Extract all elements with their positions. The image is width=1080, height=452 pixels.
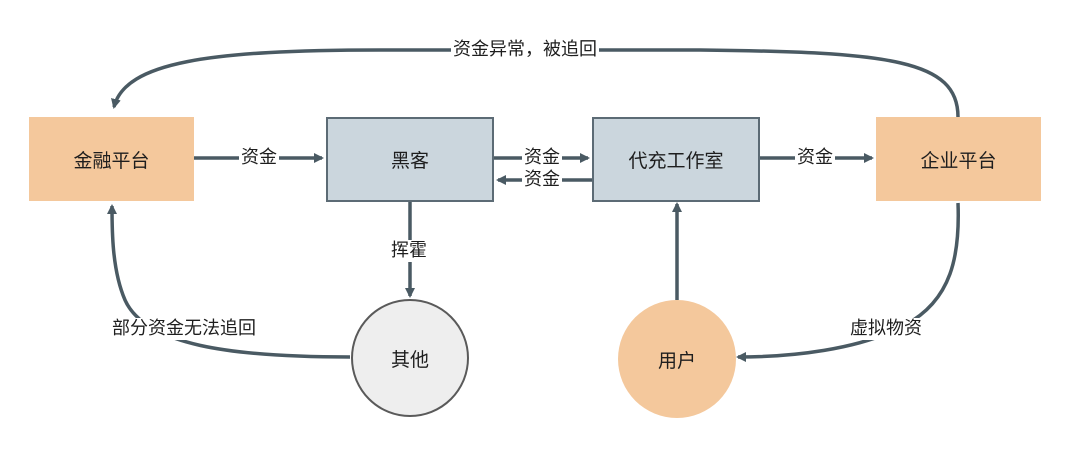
agent-studio-node: 代充工作室 [592,117,760,202]
enterprise-platform-label: 企业平台 [920,149,997,172]
user-node: 用户 [618,300,736,418]
finance-platform-label: 金融平台 [73,149,150,172]
user-label: 用户 [657,349,696,372]
edge-label-studio-to-enterprise: 资金 [795,147,835,169]
edge-label-hacker-to-studio: 资金 [522,147,562,169]
edge-label-virtual-goods: 虚拟物资 [848,318,924,340]
edge-label-unrecoverable: 部分资金无法追回 [110,318,258,340]
hacker-label: 黑客 [390,150,429,172]
edge-label-studio-to-hacker: 资金 [522,169,562,191]
edge-label-top-return: 资金异常，被追回 [451,39,599,61]
other-node: 其他 [351,299,469,417]
edge-label-squander: 挥霍 [389,240,429,262]
other-label: 其他 [390,348,429,371]
agent-studio-label: 代充工作室 [628,150,724,172]
finance-platform-node: 金融平台 [29,117,194,201]
edge-other-to-finance [107,204,351,359]
hacker-node: 黑客 [326,117,494,202]
edge-label-finance-to-hacker: 资金 [239,147,279,169]
enterprise-platform-node: 企业平台 [876,117,1041,201]
